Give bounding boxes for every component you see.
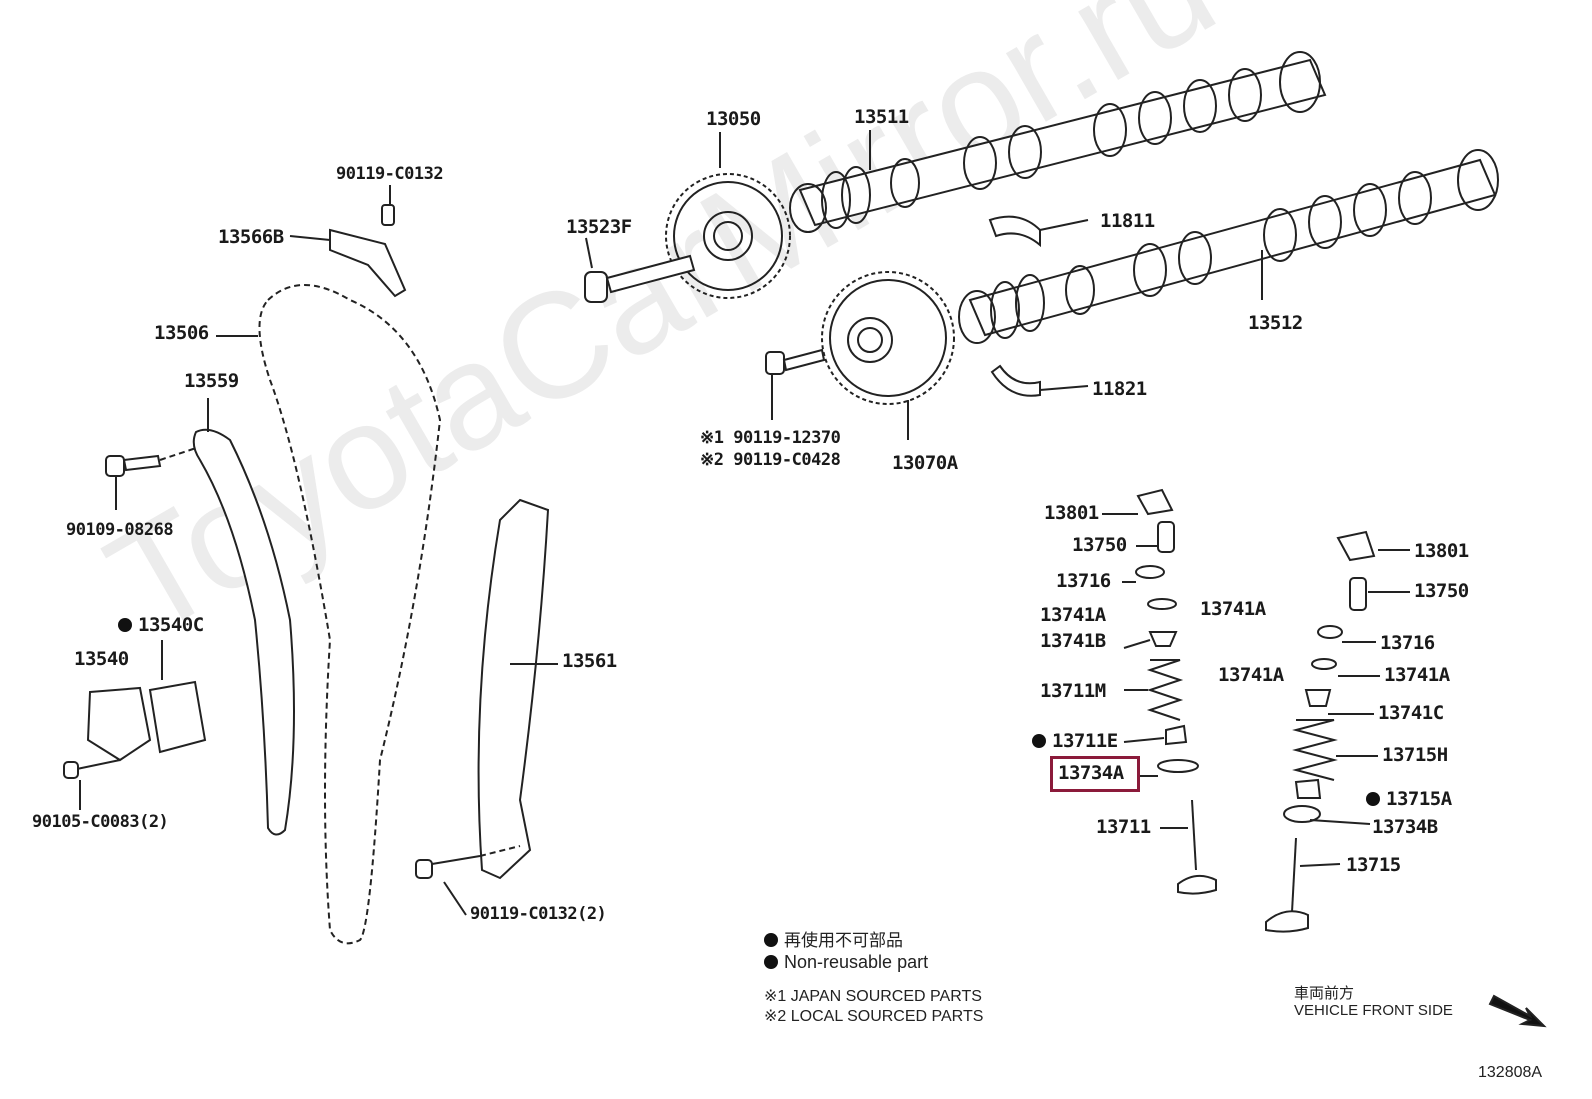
legend-nonreusable-en-text: Non-reusable part xyxy=(784,952,929,972)
gear-13070A xyxy=(821,271,955,405)
vehicle-front-arrow xyxy=(1488,994,1547,1028)
label-13561: 13561 xyxy=(562,650,617,672)
label-90119-C0428: ※2 90119-C0428 xyxy=(700,450,841,470)
label-13741A-right-1: 13741A xyxy=(1218,664,1284,686)
label-13734B: 13734B xyxy=(1372,816,1438,838)
chain-guide-13559 xyxy=(192,428,295,836)
non-reusable-dot xyxy=(1366,792,1380,806)
bracket-13566B xyxy=(329,228,407,298)
label-13741A-left-2: 13741A xyxy=(1200,598,1266,620)
label-90119-12370: ※1 90119-12370 xyxy=(700,428,841,448)
label-90119-C0132: 90119-C0132 xyxy=(336,164,444,184)
label-90119-C0132-2: 90119-C0132(2) xyxy=(470,904,607,924)
label-13559: 13559 xyxy=(184,370,239,392)
label-13711E: 13711E xyxy=(1032,730,1118,752)
label-13734A[interactable]: 13734A xyxy=(1058,762,1124,784)
bolt-90119-12370 xyxy=(765,348,826,420)
label-13540C: 13540C xyxy=(118,614,204,636)
label-13540: 13540 xyxy=(74,648,129,670)
label-13750-right: 13750 xyxy=(1414,580,1469,602)
label-13715A: 13715A xyxy=(1366,788,1452,810)
label-13715A-text: 13715A xyxy=(1386,788,1452,810)
highlight-box xyxy=(1050,756,1140,792)
label-13741A-right-2: 13741A xyxy=(1384,664,1450,686)
label-11821: 11821 xyxy=(1092,378,1147,400)
legend-nonreusable-jp: 再使用不可部品 xyxy=(764,926,903,951)
label-13540C-text: 13540C xyxy=(138,614,204,636)
legend-note2: ※2 LOCAL SOURCED PARTS xyxy=(764,1008,984,1025)
label-13711M: 13711M xyxy=(1040,680,1106,702)
label-13741A-left-1: 13741A xyxy=(1040,604,1106,626)
label-13801-right: 13801 xyxy=(1414,540,1469,562)
label-90109-08268: 90109-08268 xyxy=(66,520,174,540)
non-reusable-dot xyxy=(1032,734,1046,748)
camshaft-13512 xyxy=(958,149,1499,344)
label-13716-right: 13716 xyxy=(1380,632,1435,654)
label-13801-left: 13801 xyxy=(1044,502,1099,524)
label-13566B: 13566B xyxy=(218,226,284,248)
label-13716-left: 13716 xyxy=(1056,570,1111,592)
non-reusable-dot xyxy=(118,618,132,632)
label-13741C: 13741C xyxy=(1378,702,1444,724)
camshaft-13511 xyxy=(789,51,1327,233)
label-13523F: 13523F xyxy=(566,216,632,238)
label-13050: 13050 xyxy=(706,108,761,130)
figure-id: 132808A xyxy=(1478,1064,1543,1081)
front-side-jp: 車両前方 xyxy=(1294,985,1355,1002)
label-90105-C0083: 90105-C0083(2) xyxy=(32,812,169,832)
label-13741B: 13741B xyxy=(1040,630,1106,652)
label-13715H: 13715H xyxy=(1382,744,1448,766)
gear-13050 xyxy=(665,173,791,299)
timing-chain-13506 xyxy=(258,284,442,945)
valve-stack-intake xyxy=(1135,488,1217,895)
chain-damper-13561 xyxy=(477,498,550,880)
bolt-90109-08268 xyxy=(105,455,125,477)
label-13070A: 13070A xyxy=(892,452,958,474)
label-13511: 13511 xyxy=(854,106,909,128)
label-13506: 13506 xyxy=(154,322,209,344)
label-13512: 13512 xyxy=(1248,312,1303,334)
legend-dot xyxy=(764,933,778,947)
bolt-90119-C0132 xyxy=(381,204,395,226)
front-side-en: VEHICLE FRONT SIDE xyxy=(1294,1002,1453,1019)
legend-dot xyxy=(764,955,778,969)
bearing-11811 xyxy=(988,215,1041,248)
label-13715: 13715 xyxy=(1346,854,1401,876)
legend-note1: ※1 JAPAN SOURCED PARTS xyxy=(764,988,982,1005)
chain-tensioner-13540 xyxy=(63,680,207,779)
label-13711: 13711 xyxy=(1096,816,1151,838)
label-13750-left: 13750 xyxy=(1072,534,1127,556)
legend-nonreusable-en: Non-reusable part xyxy=(764,952,928,973)
legend-nonreusable-jp-text: 再使用不可部品 xyxy=(784,931,903,950)
bearing-11821 xyxy=(990,364,1041,397)
valve-stack-exhaust xyxy=(1265,530,1376,933)
label-13711E-text: 13711E xyxy=(1052,730,1118,752)
oil-control-valve-13523F xyxy=(584,254,696,303)
label-11811: 11811 xyxy=(1100,210,1155,232)
